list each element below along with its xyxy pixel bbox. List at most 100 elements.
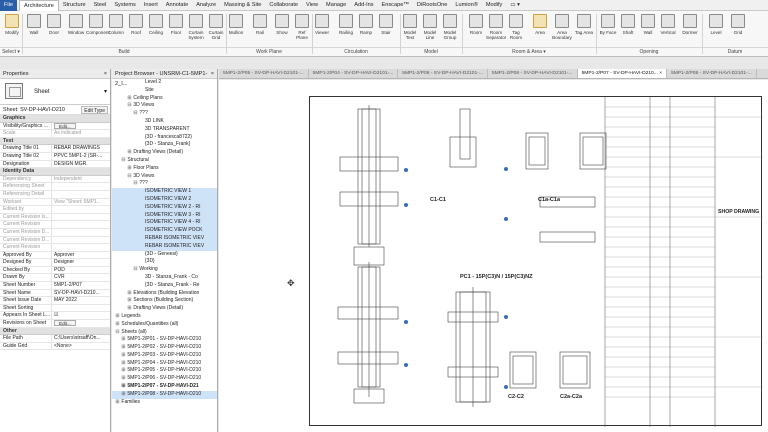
ribbon-button-viewer[interactable]: Viewer — [312, 13, 332, 43]
browser-item[interactable]: 3D TRANSPARENT — [112, 126, 217, 134]
document-tab[interactable]: 5MP1-2/P04 - SV-DP-HAVI-D2101-... — [309, 69, 399, 78]
prop-value[interactable]: Designer — [54, 259, 75, 266]
collapse-icon[interactable]: ⊟ — [133, 110, 138, 117]
browser-item[interactable]: ISOMETRIC VIEW 4 - RI — [112, 219, 217, 228]
ribbon-button-ramp[interactable]: Ramp — [356, 13, 376, 43]
ribbon-button-level[interactable]: Level — [706, 13, 726, 43]
browser-item[interactable]: ISOMETRIC VIEW POCK — [112, 227, 217, 235]
prop-row[interactable]: Guide Grid<None> — [0, 342, 110, 351]
prop-value[interactable] — [52, 229, 110, 236]
browser-item[interactable]: ⊟ 3D Views — [112, 102, 217, 110]
browser-item[interactable]: ⊞ Sections (Building Section) — [112, 297, 217, 305]
prop-row[interactable]: Current Revision — [0, 244, 110, 252]
expand-icon[interactable]: ⊞ — [115, 312, 120, 319]
browser-item[interactable]: ⊞ 5MP1-2/P06 - SV-DP-HAVI-D210 — [112, 375, 217, 383]
ribbon-button-tag-room[interactable]: Tag Room — [506, 13, 526, 43]
document-tab[interactable]: 5MP1-2/P07 - SV-DP-HAVI-D210... × — [577, 69, 668, 78]
prop-row[interactable]: Edited by — [0, 206, 110, 214]
expand-icon[interactable]: ⊞ — [115, 320, 120, 327]
ribbon-button-room-separator[interactable]: Room Separator — [486, 13, 506, 43]
ribbon-button-ceiling[interactable]: Ceiling — [146, 13, 166, 43]
browser-item[interactable]: {3D} — [112, 258, 217, 266]
browser-item[interactable]: ISOMETRIC VIEW 2 — [112, 195, 217, 204]
expand-icon[interactable]: ⊞ — [121, 336, 126, 343]
ribbon-tab-structure[interactable]: Structure — [62, 1, 86, 8]
browser-item[interactable]: Site — [112, 87, 217, 95]
collapse-icon[interactable]: ⊟ — [127, 102, 132, 109]
expand-icon[interactable]: ⊞ — [121, 351, 126, 358]
document-tab[interactable]: 5MP1-2/P08 - SV-DP-HAVI-D2101-... — [667, 69, 757, 78]
prop-value[interactable]: DESIGN MGR. — [54, 160, 88, 167]
ribbon-button-curtain-grid[interactable]: Curtain Grid — [206, 13, 226, 43]
ribbon-button-railing[interactable]: Railing — [336, 13, 356, 43]
expand-icon[interactable]: ⊞ — [127, 297, 132, 304]
browser-item[interactable]: ⊟ Structural — [112, 157, 217, 165]
browser-item[interactable]: ⊞ 5MP1-2/P01 - SV-DP-HAVI-D210 — [112, 336, 217, 344]
ribbon-button-stair[interactable]: Stair — [376, 13, 396, 43]
edit-button[interactable]: Edit... — [54, 122, 76, 129]
prop-value[interactable]: MAY 2022 — [54, 297, 77, 304]
browser-item[interactable]: ⊞ 5MP1-2/P04 - SV-DP-HAVI-D210 — [112, 360, 217, 368]
edit-button[interactable]: Edit... — [54, 320, 76, 327]
browser-item[interactable]: REBAR ISOMETRIC VIEV — [112, 242, 217, 251]
browser-item[interactable]: ⊞ 5MP1-2/P08 - SV-DP-HAVI-D210 — [112, 390, 217, 399]
expand-icon[interactable]: ⊞ — [121, 390, 126, 397]
ribbon-tab--[interactable]: ▭ ▾ — [510, 1, 520, 8]
browser-item[interactable]: {3D - Stanza_Frank - Re — [112, 282, 217, 290]
expand-icon[interactable]: ⊞ — [115, 398, 120, 405]
ribbon-button-roof[interactable]: Roof — [126, 13, 146, 43]
prop-value[interactable] — [52, 191, 110, 198]
ribbon-tab-file[interactable]: File — [0, 0, 18, 11]
browser-item[interactable]: ISOMETRIC VIEW 3 - RI — [112, 211, 217, 220]
ribbon-button-wall[interactable]: Wall — [638, 13, 658, 43]
browser-item[interactable]: ⊟ Sheets (all) — [112, 329, 217, 337]
expand-icon[interactable]: ⊞ — [127, 289, 132, 296]
browser-item[interactable]: ⊞ Legends — [112, 313, 217, 321]
prop-section-other[interactable]: Other — [0, 327, 110, 336]
ribbon-button-by-face[interactable]: By Face — [598, 13, 618, 43]
ribbon-button-area[interactable]: Area — [530, 13, 550, 43]
browser-item[interactable]: ISOMETRIC VIEW 1 — [112, 188, 217, 196]
ribbon-tab-view[interactable]: View — [306, 1, 319, 8]
ribbon-tab-dirootsone[interactable]: DiRootsOne — [416, 1, 448, 8]
prop-value[interactable]: As indicated — [54, 130, 82, 137]
expand-icon[interactable]: ⊞ — [121, 367, 126, 374]
ribbon-button-vertical[interactable]: Vertical — [658, 13, 678, 43]
browser-item[interactable]: ⊞ Schedules/Quantities (all) — [112, 321, 217, 329]
ribbon-tab-modify[interactable]: Modify — [485, 1, 503, 8]
prop-value[interactable]: SV-DP-HAVI-D210... — [54, 289, 100, 296]
prop-row[interactable]: Current Revision D... — [0, 228, 110, 237]
prop-value[interactable]: REBAR DRAWINGS — [54, 145, 100, 152]
prop-section-text[interactable]: Text — [0, 137, 110, 146]
ribbon-button-floor[interactable]: Floor — [166, 13, 186, 43]
prop-value[interactable] — [52, 221, 110, 228]
collapse-icon[interactable]: ⊟ — [115, 328, 120, 335]
ribbon-button-curtain-system[interactable]: Curtain System — [186, 13, 206, 43]
ribbon-button-ref-plane[interactable]: Ref Plane — [292, 13, 312, 43]
expand-icon[interactable]: ⊞ — [127, 164, 132, 171]
browser-item[interactable]: {3D - Geneesi} — [112, 251, 217, 259]
browser-item[interactable]: Level 2 — [112, 79, 217, 87]
prop-value[interactable]: PPVC 5MP1-2 (SR-... — [54, 152, 103, 159]
browser-item[interactable]: ⊟ 3D Views — [112, 173, 217, 181]
ribbon-button-tag-area[interactable]: Tag Area — [574, 13, 594, 43]
ribbon-tab-manage[interactable]: Manage — [326, 1, 347, 8]
browser-item[interactable]: {3D - Stanza_Frank} — [112, 141, 217, 149]
browser-item[interactable]: ⊟ ??? — [112, 180, 217, 188]
expand-icon[interactable]: ⊞ — [127, 149, 132, 156]
ribbon-button-wall[interactable]: Wall — [24, 13, 44, 43]
ribbon-button-rail[interactable]: Rail — [250, 13, 270, 43]
prop-row[interactable]: Current Revision — [0, 221, 110, 229]
ribbon-tab-collaborate[interactable]: Collaborate — [269, 1, 299, 8]
ribbon-button-model-group[interactable]: Model Group — [440, 13, 460, 43]
expand-icon[interactable]: ⊞ — [127, 305, 132, 312]
collapse-icon[interactable]: ⊟ — [133, 180, 138, 187]
prop-value[interactable] — [52, 244, 110, 251]
